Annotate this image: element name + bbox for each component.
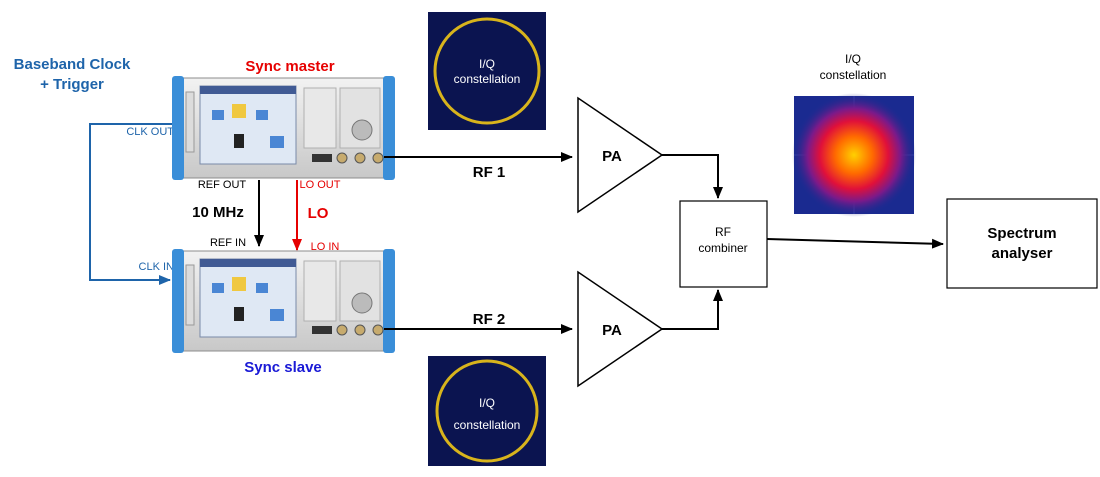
- heatmap-icon: [792, 93, 916, 217]
- combiner-to-analyser: [766, 238, 944, 249]
- constellation-top: I/Q constellation: [428, 12, 546, 130]
- signal-generator-icon: [172, 76, 395, 180]
- spectrum-analyser-line1: Spectrum: [987, 225, 1056, 242]
- amplifier-bottom: PA: [577, 270, 664, 388]
- rf2-label: RF 2: [473, 311, 506, 328]
- constellation-bottom-line1: I/Q: [479, 396, 495, 410]
- sync-master-label: Sync master: [245, 58, 334, 75]
- rf-combiner-line2: combiner: [698, 241, 747, 255]
- clk-in-label: CLK IN: [139, 261, 175, 273]
- spectrum-analyser-line2: analyser: [992, 245, 1053, 262]
- sync-slave-label: Sync slave: [244, 359, 322, 376]
- pa2-to-combiner: [662, 289, 723, 330]
- lo-label: LO: [308, 205, 329, 222]
- sync-master-device: Sync master REF OUT LO OUT: [172, 58, 395, 191]
- rf1-label: RF 1: [473, 164, 506, 181]
- spectrum-analyser: Spectrum analyser: [946, 198, 1098, 289]
- constellation-output: I/Q constellation: [792, 52, 916, 217]
- constellation-top-line1: I/Q: [479, 57, 495, 71]
- sync-slave-device: REF IN LO IN Sync slave: [172, 237, 395, 376]
- amplifier-top-label: PA: [602, 148, 622, 165]
- lo-in-label: LO IN: [311, 241, 340, 253]
- lo-out-label: LO OUT: [300, 179, 341, 191]
- constellation-bottom: I/Q constellation: [428, 356, 546, 466]
- ref-out-label: REF OUT: [198, 179, 247, 191]
- ref-in-label: REF IN: [210, 237, 246, 249]
- rf2-link: RF 2: [384, 311, 573, 334]
- baseband-clock-link: CLK OUT CLK IN: [89, 123, 178, 285]
- constellation-output-line2: constellation: [820, 68, 887, 82]
- constellation-bottom-line2: constellation: [454, 418, 521, 432]
- constellation-icon: [428, 356, 546, 466]
- pa1-to-combiner: [662, 154, 723, 199]
- baseband-label-line1: Baseband Clock: [14, 56, 131, 73]
- constellation-top-line2: constellation: [454, 72, 521, 86]
- amplifier-top: PA: [577, 96, 664, 214]
- amplifier-icon: [577, 96, 664, 214]
- constellation-icon: [428, 12, 546, 130]
- baseband-label: Baseband Clock + Trigger: [14, 56, 131, 93]
- clk-line: [89, 123, 178, 285]
- clk-out-label: CLK OUT: [126, 126, 174, 138]
- rf-combiner: RF combiner: [679, 200, 768, 288]
- lo-link: LO: [292, 180, 329, 251]
- baseband-label-line2: + Trigger: [40, 76, 104, 93]
- rf-combiner-line1: RF: [715, 225, 731, 239]
- signal-generator-icon: [172, 249, 395, 353]
- amplifier-icon: [577, 270, 664, 388]
- reference-link: 10 MHz: [192, 180, 264, 247]
- rf1-link: RF 1: [384, 152, 573, 181]
- amplifier-bottom-label: PA: [602, 322, 622, 339]
- ref-freq-label: 10 MHz: [192, 204, 244, 221]
- constellation-output-line1: I/Q: [845, 52, 861, 66]
